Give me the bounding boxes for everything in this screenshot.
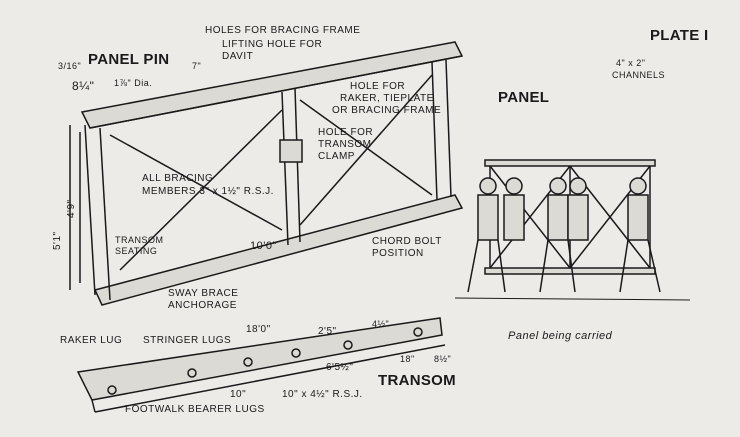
bailey-panel-drawing <box>69 41 464 306</box>
pin-spacing-dim: 7" <box>192 61 202 71</box>
dim-height-inner: 4'9" <box>66 199 77 218</box>
label-footwalk: FOOTWALK BEARER LUGS <box>125 404 265 415</box>
pin-dia-dim: 1⅞" Dia. <box>114 78 153 88</box>
dim-section: 10" x 4½" R.S.J. <box>282 389 363 400</box>
transom-drawing <box>76 317 446 413</box>
plate-number: PLATE I <box>650 27 709 44</box>
dim-depth: 10" <box>230 389 247 400</box>
label-sway-2: ANCHORAGE <box>168 300 237 311</box>
dim-spacing-2: 4½" <box>372 319 390 329</box>
panel-title: PANEL <box>498 89 550 106</box>
dim-transom-length: 18'0" <box>246 324 271 335</box>
label-chord-1: CHORD BOLT <box>372 236 442 247</box>
pin-length-dim: 8¼" <box>72 79 95 93</box>
label-raker-1: HOLE FOR <box>350 81 406 92</box>
dim-end-1: 18" <box>400 354 415 364</box>
dim-height-outer: 5'1" <box>52 231 63 250</box>
dim-mid: 6'5½" <box>326 362 354 373</box>
label-lifting-2: DAVIT <box>222 51 254 62</box>
label-raker-3: OR BRACING FRAME <box>332 105 442 116</box>
dim-spacing-1: 2'5" <box>318 326 337 337</box>
label-chord-2: POSITION <box>372 248 424 259</box>
label-channels-1: 4" x 2" <box>616 58 646 68</box>
label-seating-1: TRANSOM <box>115 235 164 245</box>
soldiers-carrying-panel <box>454 159 691 301</box>
label-channels-2: CHANNELS <box>612 70 666 80</box>
dim-panel-length: 10'0" <box>250 240 277 252</box>
label-transom-clamp-2: TRANSOM <box>318 139 372 150</box>
label-bracing-2: MEMBERS 3" x 1½" R.S.J. <box>142 186 274 197</box>
label-bracing-1: ALL BRACING <box>142 173 214 184</box>
label-lifting-1: LIFTING HOLE FOR <box>222 39 323 50</box>
label-sway-1: SWAY BRACE <box>168 288 239 299</box>
label-stringer-lugs: STRINGER LUGS <box>143 335 232 346</box>
label-transom-clamp-1: HOLE FOR <box>318 127 374 138</box>
dim-end-2: 8½" <box>434 354 452 364</box>
transom-title: TRANSOM <box>378 372 456 389</box>
label-raker-lug: RAKER LUG <box>60 335 123 346</box>
panel-pin-title: PANEL PIN <box>88 51 170 68</box>
carried-caption: Panel being carried <box>508 330 613 342</box>
label-seating-2: SEATING <box>115 246 158 256</box>
label-transom-clamp-3: CLAMP <box>318 151 355 162</box>
label-raker-2: RAKER, TIEPLATE <box>340 93 434 104</box>
pin-head-dim: 3/16" <box>58 61 82 71</box>
label-holes-bracing: HOLES FOR BRACING FRAME <box>205 25 361 36</box>
